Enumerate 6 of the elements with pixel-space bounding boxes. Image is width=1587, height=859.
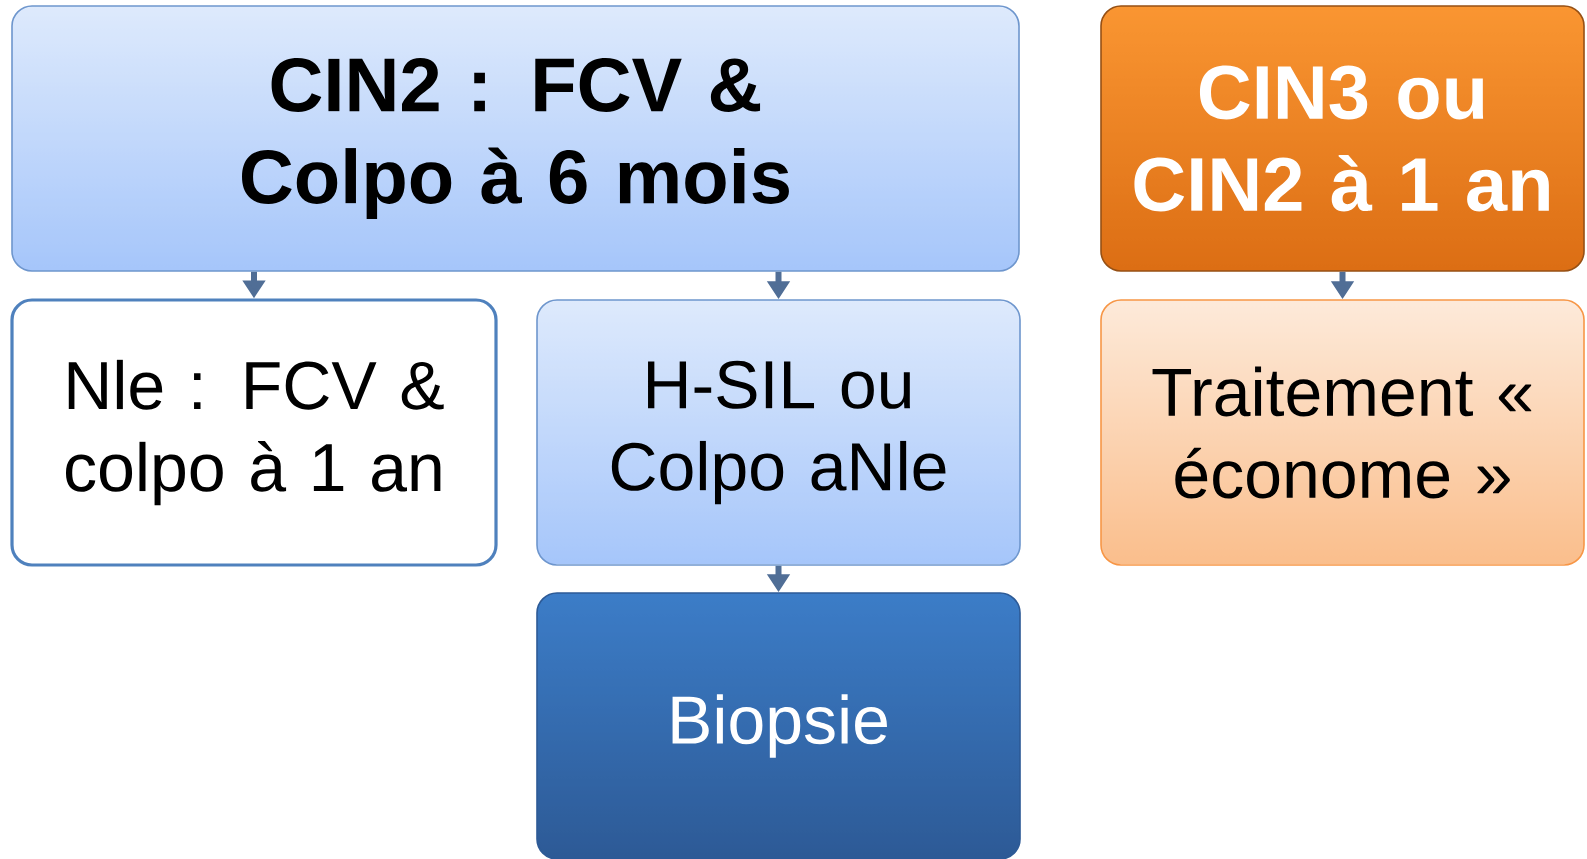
process-box: Nle : FCV & colpo à 1 an [10, 298, 498, 567]
title-box: CIN2 : FCV & Colpo à 6 mois [11, 5, 1020, 272]
process-box: Biopsie [536, 592, 1021, 859]
process-box: H-SIL ou Colpo aNle [536, 299, 1021, 566]
process-box: Traitement « économe » [1100, 299, 1585, 566]
title-box: CIN3 ou CIN2 à 1 an [1100, 5, 1585, 272]
